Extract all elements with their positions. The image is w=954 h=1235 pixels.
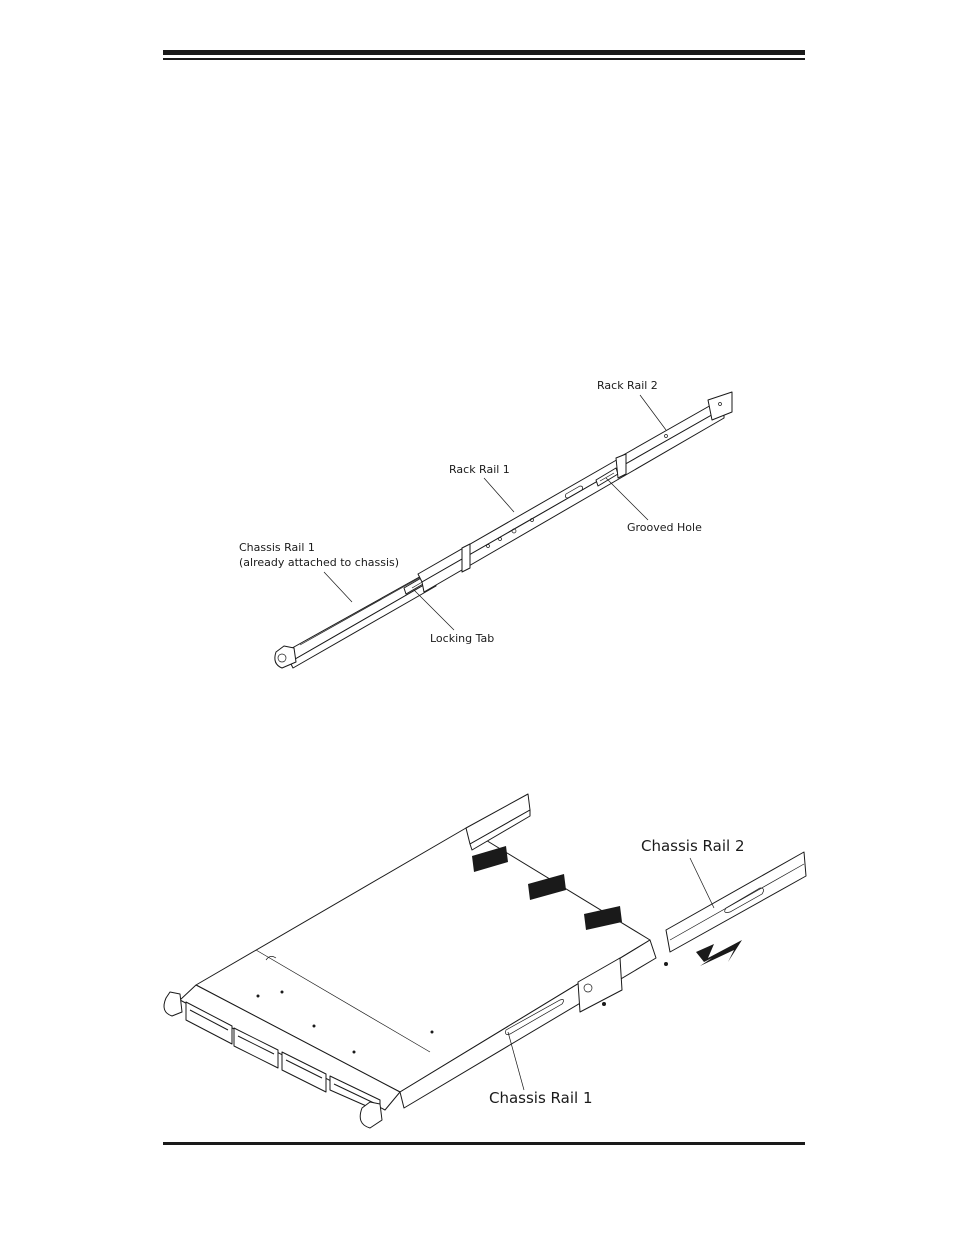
direction-arrow bbox=[696, 940, 742, 966]
label-chassis-rail-1-fig2: Chassis Rail 1 bbox=[489, 1089, 592, 1107]
footer-rule bbox=[163, 1142, 805, 1145]
label-chassis-rail-2: Chassis Rail 2 bbox=[641, 837, 744, 855]
leader-chassis-rail-2 bbox=[690, 858, 714, 908]
